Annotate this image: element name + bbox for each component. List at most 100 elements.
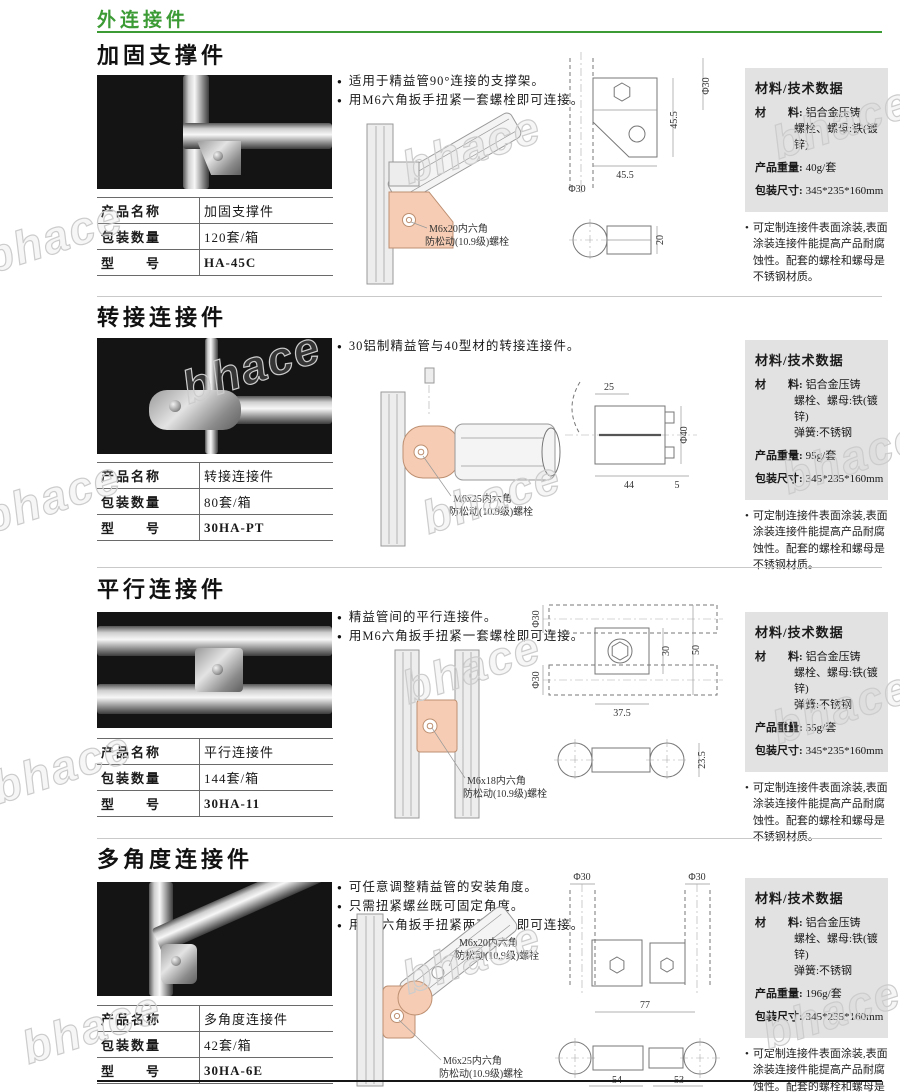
product-section-parallel-connector: 平行连接件 产品名称 平行连接件 包装数量 144套/箱 型 号 30HA-11… <box>0 577 900 843</box>
section-divider <box>97 567 882 568</box>
dim-label: 30 <box>661 646 672 656</box>
spec-label: 产品名称 <box>97 462 200 489</box>
dim-label: Φ30 <box>701 77 712 94</box>
material-line: 弹簧:不锈钢 <box>794 426 853 439</box>
size-row: 包装尺寸:345*235*160mm <box>755 744 884 757</box>
dim-label: 25 <box>604 382 614 393</box>
tech-panel: 材料/技术数据 材 料:铝合金压铸 螺栓、螺母:铁(镀锌) 弹簧:不锈钢 产品重… <box>745 340 888 574</box>
material-row: 材 料:铝合金压铸 <box>755 107 861 119</box>
spec-row-model: 型 号 HA-45C <box>97 249 333 276</box>
feature-item: 用M6六角扳手扭紧两套螺栓即可连接。 <box>337 916 584 935</box>
tech-panel: 材料/技术数据 材 料:铝合金压铸 螺栓、螺母:铁(镀锌) 产品重量:40g/套… <box>745 68 888 286</box>
spec-table: 产品名称 转接连接件 包装数量 80套/箱 型 号 30HA-PT <box>97 462 333 541</box>
spec-table: 产品名称 平行连接件 包装数量 144套/箱 型 号 30HA-11 <box>97 738 333 817</box>
page-title: 外连接件 <box>97 10 190 31</box>
product-section-transfer-connector: 转接连接件 产品名称 转接连接件 包装数量 80套/箱 型 号 30HA-PT … <box>0 305 900 571</box>
spec-row-qty: 包装数量 120套/箱 <box>97 223 333 250</box>
spec-label: 包装数量 <box>97 223 200 250</box>
spec-row-name: 产品名称 转接连接件 <box>97 462 333 489</box>
section-title: 加固支撑件 <box>97 43 228 68</box>
section-title: 多角度连接件 <box>97 847 254 872</box>
section-title: 平行连接件 <box>97 577 228 602</box>
callout-label: M6x25内六角 <box>453 492 512 505</box>
size-row: 包装尺寸:345*235*160mm <box>755 1010 884 1023</box>
spec-table: 产品名称 多角度连接件 包装数量 42套/箱 型 号 30HA-6E <box>97 1005 333 1084</box>
feature-list: 30铝制精益管与40型材的转接连接件。 <box>337 337 580 356</box>
callout-label: M6x20内六角 <box>459 936 518 949</box>
technical-illustration: M6x20内六角 防松动(10.9级)螺栓 45.5 Φ30 45.5 Φ30 <box>366 52 712 285</box>
customization-note: 可定制连接件表面涂装,表面涂装连接件能提高产品耐腐蚀性。配套的螺栓和螺母是不锈钢… <box>745 508 888 574</box>
dim-label: 50 <box>691 645 702 655</box>
callout-label: 防松动(10.9级)螺栓 <box>449 505 533 518</box>
callout-label: 防松动(10.9级)螺栓 <box>455 949 539 962</box>
feature-list: 可任意调整精益管的安装角度。 只需扭紧螺丝既可固定角度。 用M6六角扳手扭紧两套… <box>337 878 584 935</box>
dim-label: Φ30 <box>531 610 542 627</box>
material-line: 螺栓、螺母:铁(镀锌) <box>794 932 878 961</box>
size-row: 包装尺寸:345*235*160mm <box>755 472 884 485</box>
spec-row-name: 产品名称 加固支撑件 <box>97 197 333 224</box>
spec-value-model: HA-45C <box>199 249 333 276</box>
dim-label: 5 <box>675 480 680 491</box>
weight-row: 产品重量:55g/套 <box>755 721 837 734</box>
material-line: 螺栓、螺母:铁(镀锌) <box>794 122 878 151</box>
dim-label: 45.5 <box>616 170 634 181</box>
spec-value: 多角度连接件 <box>199 1005 333 1032</box>
spec-table: 产品名称 加固支撑件 包装数量 120套/箱 型 号 HA-45C <box>97 197 333 276</box>
feature-item: 可任意调整精益管的安装角度。 <box>337 878 584 897</box>
spec-label: 包装数量 <box>97 1031 200 1058</box>
dim-label: Φ40 <box>679 426 690 443</box>
tech-box-title: 材料/技术数据 <box>755 81 844 96</box>
feature-item: 用M6六角扳手扭紧一套螺栓即可连接。 <box>337 91 584 110</box>
product-section-reinforced-support: 加固支撑件 产品名称 加固支撑件 包装数量 120套/箱 型 号 HA-45C … <box>0 43 900 296</box>
dim-label: 44 <box>624 480 634 491</box>
tech-data-box: 材料/技术数据 材 料:铝合金压铸 螺栓、螺母:铁(镀锌) 弹簧:不锈钢 产品重… <box>745 878 888 1038</box>
dim-label: Φ30 <box>531 671 542 688</box>
weight-row: 产品重量:196g/套 <box>755 987 842 1000</box>
dimension-drawing: Φ30 Φ30 30 50 37.5 23.5 <box>531 604 723 781</box>
spec-label: 产品名称 <box>97 738 200 765</box>
spec-label: 包装数量 <box>97 764 200 791</box>
tech-panel: 材料/技术数据 材 料:铝合金压铸 螺栓、螺母:铁(镀锌) 弹簧:不锈钢 产品重… <box>745 612 888 846</box>
spec-label: 包装数量 <box>97 488 200 515</box>
dim-label: 45.5 <box>669 111 680 129</box>
technical-illustration: M6x25内六角 防松动(10.9级)螺栓 25 Φ40 44 5 <box>380 367 697 547</box>
section-title: 转接连接件 <box>97 305 228 330</box>
callout-label: M6x20内六角 <box>429 222 488 235</box>
product-photo <box>97 882 332 996</box>
spec-value: 80套/箱 <box>199 488 333 515</box>
spec-value: 转接连接件 <box>199 462 333 489</box>
weight-row: 产品重量:95g/套 <box>755 449 837 462</box>
size-row: 包装尺寸:345*235*160mm <box>755 184 884 197</box>
tech-box-title: 材料/技术数据 <box>755 891 844 906</box>
spec-label: 型 号 <box>97 514 200 541</box>
product-photo <box>97 338 332 454</box>
material-row: 材 料:铝合金压铸 <box>755 917 861 929</box>
spec-value: 平行连接件 <box>199 738 333 765</box>
spec-value-model: 30HA-6E <box>199 1057 333 1084</box>
spec-value: 加固支撑件 <box>199 197 333 224</box>
spec-row-name: 产品名称 多角度连接件 <box>97 1005 333 1032</box>
section-divider <box>97 296 882 297</box>
material-line: 螺栓、螺母:铁(镀锌) <box>794 394 878 423</box>
page-bottom-rule <box>97 1080 882 1082</box>
callout-label: 防松动(10.9级)螺栓 <box>463 787 547 800</box>
tech-panel: 材料/技术数据 材 料:铝合金压铸 螺栓、螺母:铁(镀锌) 弹簧:不锈钢 产品重… <box>745 878 888 1092</box>
isometric-view: M6x20内六角 防松动(10.9级)螺栓 M6x25内六角 防松动(10.9级… <box>356 906 539 1087</box>
feature-item: 只需扭紧螺丝既可固定角度。 <box>337 897 584 916</box>
material-row: 材 料:铝合金压铸 <box>755 379 861 391</box>
photo-screw <box>171 956 181 966</box>
dim-label: Φ30 <box>688 872 705 883</box>
isometric-view: M6x20内六角 防松动(10.9级)螺栓 <box>366 112 522 285</box>
feature-item: 适用于精益管90°连接的支撑架。 <box>337 72 584 91</box>
feature-item: 30铝制精益管与40型材的转接连接件。 <box>337 337 580 356</box>
spec-row-qty: 包装数量 80套/箱 <box>97 488 333 515</box>
spec-row-model: 型 号 30HA-PT <box>97 514 333 541</box>
spec-value: 144套/箱 <box>199 764 333 791</box>
spec-label: 产品名称 <box>97 1005 200 1032</box>
isometric-view: M6x18内六角 防松动(10.9级)螺栓 <box>394 649 547 819</box>
dim-label: 20 <box>655 235 666 245</box>
tech-data-box: 材料/技术数据 材 料:铝合金压铸 螺栓、螺母:铁(镀锌) 产品重量:40g/套… <box>745 68 888 212</box>
feature-list: 精益管间的平行连接件。 用M6六角扳手扭紧一套螺栓即可连接。 <box>337 608 584 646</box>
customization-note: 可定制连接件表面涂装,表面涂装连接件能提高产品耐腐蚀性。配套的螺栓和螺母是不锈钢… <box>745 1046 888 1092</box>
product-section-multi-angle-connector: 多角度连接件 产品名称 多角度连接件 包装数量 42套/箱 型 号 30HA-6… <box>0 847 900 1092</box>
